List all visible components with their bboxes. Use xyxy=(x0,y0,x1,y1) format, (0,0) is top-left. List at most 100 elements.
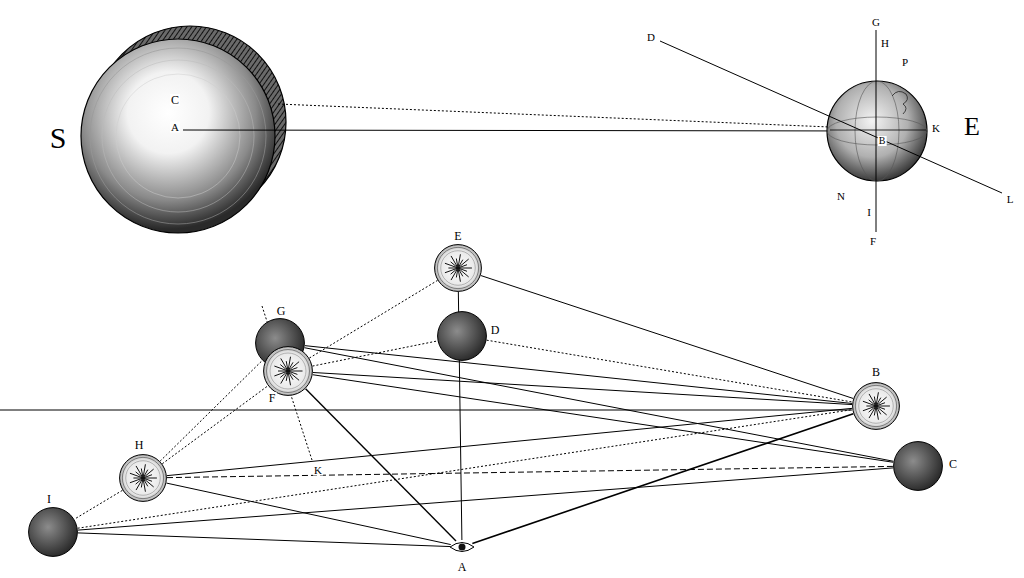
point-letter: B xyxy=(878,136,887,146)
star-ray xyxy=(869,394,876,406)
point-letter: H xyxy=(134,439,145,451)
sphere-ring xyxy=(437,247,478,288)
lit-sphere xyxy=(435,245,482,292)
dark-sphere xyxy=(29,508,78,557)
sight-line xyxy=(166,483,450,544)
sight-line xyxy=(167,408,852,475)
star-ray xyxy=(288,362,299,371)
star-ray xyxy=(445,268,458,273)
point-letter: N xyxy=(836,191,846,202)
lit-sphere xyxy=(264,347,313,396)
planet-sphere: H xyxy=(119,454,167,502)
star-ray xyxy=(876,403,885,406)
point-letter: C xyxy=(170,94,180,106)
eye-outline xyxy=(450,543,474,552)
star-ray xyxy=(288,368,297,371)
star-ray xyxy=(876,406,878,420)
point-letter: I xyxy=(866,207,872,218)
sight-line xyxy=(313,372,852,404)
sight-line xyxy=(160,361,262,462)
planet-sphere: C xyxy=(893,441,943,491)
star-ray xyxy=(458,259,469,268)
sphere-shape xyxy=(434,244,482,292)
observer-eye: A xyxy=(450,540,474,554)
star-rays xyxy=(130,464,157,491)
dark-sphere xyxy=(438,312,487,361)
sight-line xyxy=(309,280,437,358)
sight-line xyxy=(313,341,438,366)
sphere-ring xyxy=(126,461,161,496)
star-ray xyxy=(288,371,291,385)
sight-line xyxy=(472,414,853,544)
sphere-ring xyxy=(267,350,310,393)
sight-line xyxy=(78,468,893,530)
star-ray xyxy=(274,371,288,376)
star-rays xyxy=(445,254,472,281)
star-rays xyxy=(863,392,890,419)
star-ray xyxy=(451,256,458,268)
point-letter: L xyxy=(1006,194,1015,205)
sphere-ring xyxy=(855,385,896,426)
sphere-ring xyxy=(441,251,476,286)
point-letter: E xyxy=(453,230,462,242)
point-letter: I xyxy=(46,493,52,505)
star-ray xyxy=(458,268,460,282)
sun-earth-rays xyxy=(183,104,876,131)
eye-pupil xyxy=(459,544,466,551)
point-letter: P xyxy=(901,57,909,68)
point-letter: F xyxy=(268,392,277,404)
sphere-ring xyxy=(859,389,894,424)
point-letter: H xyxy=(880,38,890,49)
star-rays xyxy=(274,357,302,386)
body-name: S xyxy=(49,123,68,153)
sight-line xyxy=(481,276,853,399)
star-ray xyxy=(281,358,288,371)
star-ray xyxy=(143,478,145,492)
sphere-shape xyxy=(450,540,474,554)
sun-figure xyxy=(81,26,286,233)
sight-line xyxy=(305,348,894,462)
sphere-shape xyxy=(263,346,313,396)
star-ray xyxy=(130,478,143,483)
sight-line xyxy=(74,490,122,519)
planet-sphere: D xyxy=(437,311,487,361)
point-letter: K xyxy=(313,465,323,476)
point-letter: G xyxy=(276,305,287,317)
star-ray xyxy=(143,469,154,478)
star-ray xyxy=(143,475,152,478)
point-letter: B xyxy=(871,366,881,378)
dark-sphere xyxy=(894,442,943,491)
sight-line xyxy=(313,375,894,463)
sight-line xyxy=(305,346,852,404)
sight-line xyxy=(162,386,268,464)
sphere-ring xyxy=(122,457,163,498)
point-letter: C xyxy=(948,458,958,470)
lit-sphere xyxy=(853,383,900,430)
planet-sphere: E xyxy=(434,244,482,292)
star-ray xyxy=(863,406,876,411)
sphere-shape xyxy=(437,311,487,361)
star-ray xyxy=(136,466,143,478)
point-letter: D xyxy=(490,324,501,336)
point-letter: A xyxy=(457,561,468,573)
horizon-line xyxy=(0,410,852,411)
earth-figure xyxy=(660,30,1002,232)
point-letter: D xyxy=(646,32,656,43)
body-name: E xyxy=(963,114,981,140)
point-letter: G xyxy=(871,17,881,28)
planet-sphere: F xyxy=(263,346,313,396)
star-ray xyxy=(458,265,467,268)
sphere-shape xyxy=(28,507,78,557)
star-ray xyxy=(286,361,288,371)
sphere-shape xyxy=(893,441,943,491)
point-letter: A xyxy=(170,122,180,133)
star-ray xyxy=(876,397,887,406)
point-letter: F xyxy=(869,236,877,247)
sphere-shape xyxy=(119,454,167,502)
planet-sphere: I xyxy=(28,507,78,557)
sphere-shape xyxy=(852,382,900,430)
point-letter: K xyxy=(931,123,941,134)
sight-line xyxy=(78,533,450,547)
sphere-ring xyxy=(270,353,306,389)
